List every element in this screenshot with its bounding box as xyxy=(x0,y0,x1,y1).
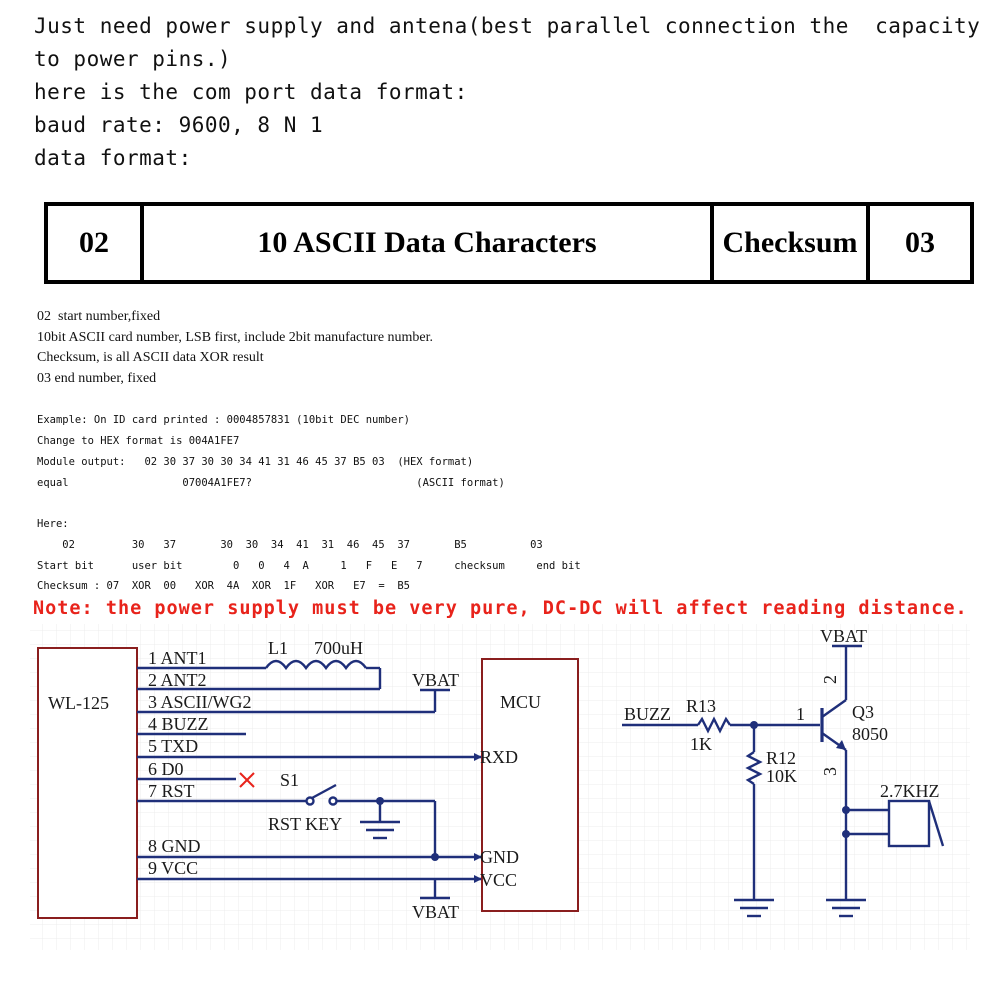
vbat-label: VBAT xyxy=(412,670,459,690)
pin-label: 4 BUZZ xyxy=(148,714,209,734)
buzz-label: BUZZ xyxy=(624,704,671,724)
note-line: 03 end number, fixed xyxy=(37,371,157,386)
emitter-pin-label: 3 xyxy=(820,767,840,776)
base-pin-label: 1 xyxy=(796,704,805,724)
pin-label: 7 RST xyxy=(148,781,195,801)
inductor-l1 xyxy=(265,659,367,671)
collector-pin-label: 2 xyxy=(820,675,840,684)
mcu-box xyxy=(481,658,579,912)
mcu-gnd-label: GND xyxy=(480,847,519,867)
inductance-label: 700uH xyxy=(314,638,363,658)
intro-line-2: to power pins.) xyxy=(34,47,232,71)
note-line: 10bit ASCII card number, LSB first, incl… xyxy=(37,330,434,345)
example-line: Example: On ID card printed : 0004857831… xyxy=(37,414,410,426)
switch-contact xyxy=(305,796,315,806)
intro-line-5: data format: xyxy=(34,146,192,170)
resistor-r12 xyxy=(745,751,763,785)
pin-label: 6 D0 xyxy=(148,759,184,779)
vcc-arrow xyxy=(474,875,482,883)
example-line: Start bit user bit 0 0 4 A 1 F E 7 check… xyxy=(37,560,581,572)
pin-label: 5 TXD xyxy=(148,736,198,756)
r13-value-label: 1K xyxy=(690,734,712,754)
mcu-label: MCU xyxy=(500,692,541,712)
switch-contact xyxy=(328,796,338,806)
intro-line-3: here is the com port data format: xyxy=(34,80,468,104)
note-line: 02 start number,fixed xyxy=(37,309,161,324)
switch-s1 xyxy=(311,783,337,800)
mcu-vcc-label: VCC xyxy=(480,870,517,890)
no-connect-icon xyxy=(239,772,255,788)
ground-icon xyxy=(826,898,866,918)
vbat-label: VBAT xyxy=(820,626,867,646)
junction-dot xyxy=(750,721,758,729)
q3-label: Q3 xyxy=(852,702,874,722)
pin-label: 9 VCC xyxy=(148,858,198,878)
buzzer-horn xyxy=(927,800,945,847)
frame-start-cell: 02 xyxy=(44,202,144,284)
pin-label: 2 ANT2 xyxy=(148,670,207,690)
junction-dot xyxy=(376,797,384,805)
intro-line-1: Just need power supply and antena(best p… xyxy=(34,14,981,38)
r13-label: R13 xyxy=(686,696,716,716)
r12-value-label: 10K xyxy=(766,766,797,786)
example-line: Change to HEX format is 004A1FE7 xyxy=(37,435,240,447)
r12-label: R12 xyxy=(766,748,796,768)
module-label: WL-125 xyxy=(48,693,109,713)
ground-icon xyxy=(360,820,400,840)
q3-type-label: 8050 xyxy=(852,724,888,744)
gnd-arrow xyxy=(474,853,482,861)
rxd-arrow xyxy=(474,753,482,761)
power-warning: Note: the power supply must be very pure… xyxy=(33,598,968,619)
junction-dot xyxy=(431,853,439,861)
pin-label: 8 GND xyxy=(148,836,201,856)
vbat-label: VBAT xyxy=(412,902,459,922)
example-line: Module output: 02 30 37 30 30 34 41 31 4… xyxy=(37,456,474,468)
example-line: Checksum : 07 XOR 00 XOR 4A XOR 1F XOR E… xyxy=(37,580,410,592)
intro-line-4: baud rate: 9600, 8 N 1 xyxy=(34,113,324,137)
example-line: equal 07004A1FE7? (ASCII format) xyxy=(37,477,505,489)
switch-label: S1 xyxy=(280,770,299,790)
frame-data-cell: 10 ASCII Data Characters xyxy=(140,202,714,284)
note-line: Checksum, is all ASCII data XOR result xyxy=(37,350,264,365)
example-line: Here: xyxy=(37,518,69,530)
buzzer xyxy=(887,799,931,848)
frame-end-cell: 03 xyxy=(866,202,974,284)
junction-dot xyxy=(842,830,850,838)
resistor-r13 xyxy=(697,716,731,734)
emitter-arrow xyxy=(836,740,846,750)
mcu-rxd-label: RXD xyxy=(480,747,518,767)
switch-name-label: RST KEY xyxy=(268,814,342,834)
ground-icon xyxy=(734,898,774,918)
pin-label: 3 ASCII/WG2 xyxy=(148,692,252,712)
wl125-module-box xyxy=(37,647,138,919)
junction-dot xyxy=(842,806,850,814)
example-line: 02 30 37 30 30 34 41 31 46 45 37 B5 03 xyxy=(37,539,543,551)
buzzer-label: 2.7KHZ xyxy=(880,781,940,801)
transistor-collector xyxy=(821,699,847,718)
frame-checksum-cell: Checksum xyxy=(710,202,870,284)
data-frame-table: 02 10 ASCII Data Characters Checksum 03 xyxy=(44,202,974,284)
inductor-label: L1 xyxy=(268,638,288,658)
pin-label: 1 ANT1 xyxy=(148,648,207,668)
